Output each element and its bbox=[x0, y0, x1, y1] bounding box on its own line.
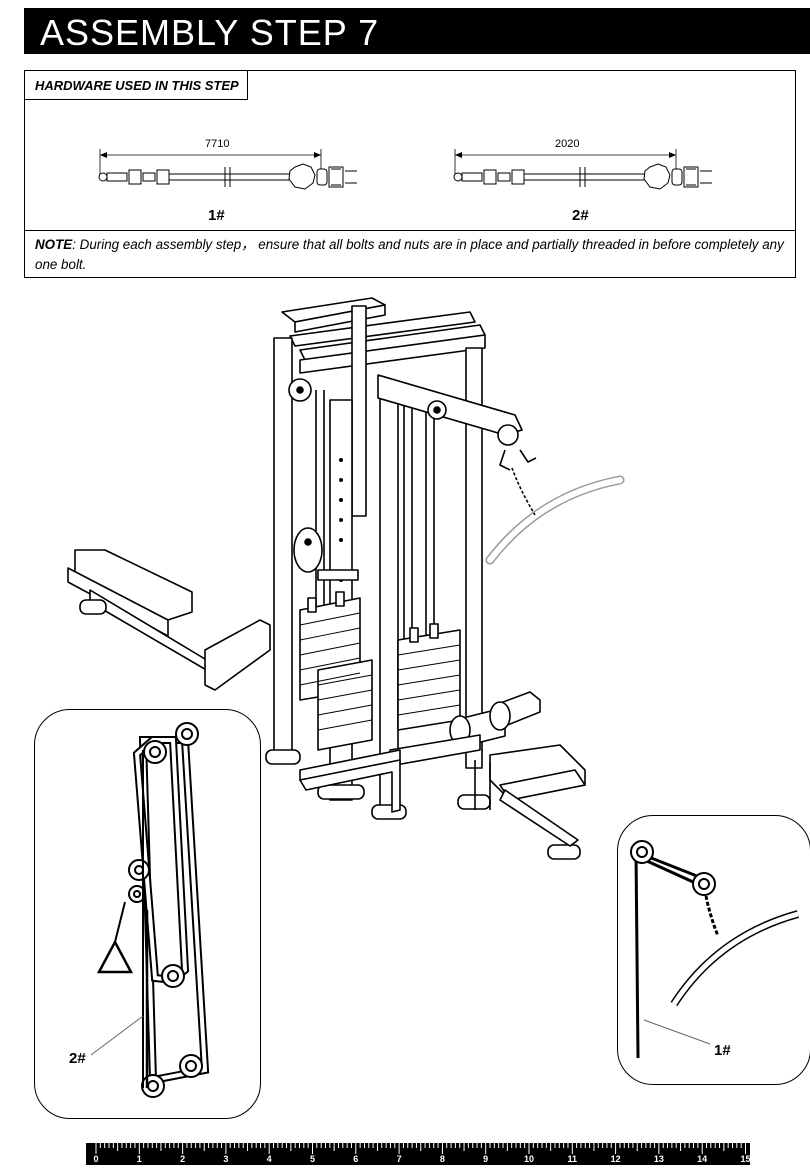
right-inset-detail: 1# bbox=[617, 815, 810, 1085]
note-prefix: NOTE bbox=[35, 237, 73, 252]
ruler-label: 12 bbox=[610, 1154, 621, 1164]
cable-2-length: 2020 bbox=[555, 138, 580, 150]
ruler-label: 3 bbox=[223, 1154, 229, 1164]
ruler-label: 6 bbox=[353, 1154, 359, 1164]
right-inset-label: 1# bbox=[714, 1042, 731, 1059]
ruler-label: 10 bbox=[523, 1154, 535, 1164]
cable-2-number: 2# bbox=[572, 207, 589, 224]
ruler-label: 13 bbox=[653, 1154, 664, 1164]
hardware-label: HARDWARE USED IN THIS STEP bbox=[25, 71, 248, 100]
ruler-label: 7 bbox=[396, 1154, 402, 1164]
ruler-label: 5 bbox=[309, 1154, 316, 1164]
cable-1-number: 1# bbox=[208, 207, 225, 224]
machine-illustration bbox=[67, 297, 625, 860]
hardware-box: HARDWARE USED IN THIS STEP 7710 1# 2020 bbox=[24, 70, 796, 278]
left-inset-label: 2# bbox=[69, 1050, 86, 1067]
ruler-label: 2 bbox=[180, 1154, 186, 1164]
cable-1-length: 7710 bbox=[205, 138, 230, 150]
cable-2-illustration bbox=[453, 149, 712, 190]
ruler-label: 4 bbox=[266, 1154, 272, 1164]
ruler-label: 1 bbox=[136, 1154, 142, 1164]
left-inset-pulley-diagram bbox=[90, 722, 210, 1098]
ruler-label: 14 bbox=[697, 1154, 708, 1164]
ruler-label: 0 bbox=[93, 1154, 99, 1164]
ruler-label: 9 bbox=[483, 1154, 489, 1164]
hardware-divider bbox=[25, 230, 795, 231]
ruler-label: 8 bbox=[439, 1154, 445, 1164]
cable-1-illustration bbox=[98, 149, 357, 190]
assembly-note: NOTE: During each assembly step， ensure … bbox=[35, 235, 787, 275]
left-inset-detail: 2# bbox=[34, 709, 261, 1119]
page-title: ASSEMBLY STEP 7 bbox=[24, 8, 810, 54]
ruler-label: 11 bbox=[567, 1154, 578, 1164]
note-text: : During each assembly step， ensure that… bbox=[35, 237, 784, 272]
ruler-label: 15 bbox=[740, 1154, 751, 1164]
ruler-ticks bbox=[95, 1143, 746, 1154]
right-inset-pulley-diagram bbox=[630, 840, 800, 1059]
